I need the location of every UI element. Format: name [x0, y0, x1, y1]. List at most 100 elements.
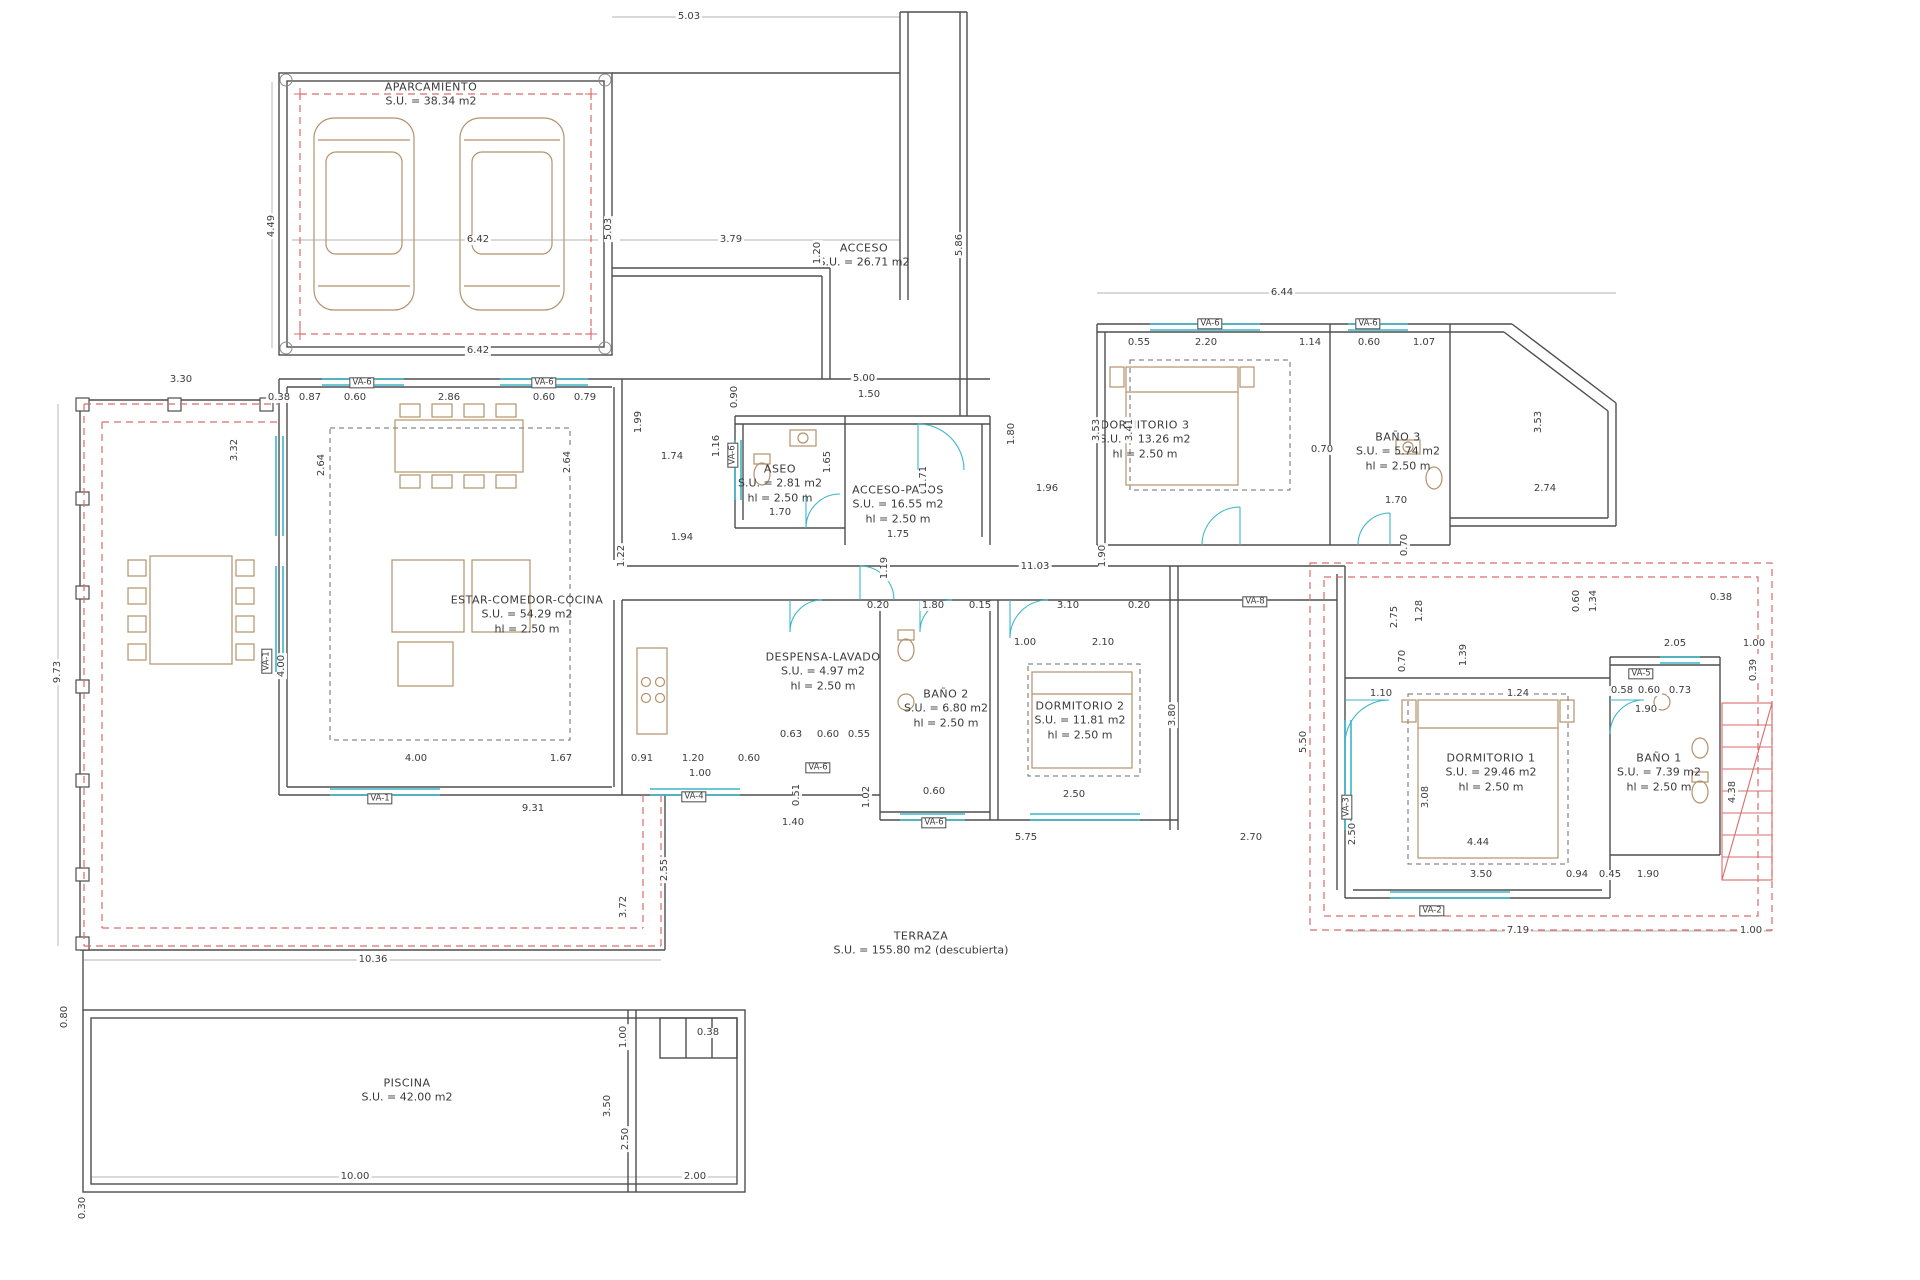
- dimension-label: 1.90: [1632, 704, 1660, 715]
- dimension-label: 1.39: [1458, 641, 1469, 669]
- dimension-label: 2.50: [1060, 789, 1088, 800]
- dimension-label: 10.36: [356, 954, 390, 965]
- dimension-label: 5.75: [1012, 832, 1040, 843]
- dimension-label: 0.55: [1125, 337, 1153, 348]
- dimension-label: 1.07: [1410, 337, 1438, 348]
- dimension-label: 1.19: [879, 554, 890, 582]
- dimension-label: 1.65: [822, 448, 833, 476]
- dimension-label: 0.39: [1748, 656, 1759, 684]
- dimension-label: 2.64: [316, 451, 327, 479]
- dimension-label: 4.49: [266, 212, 277, 240]
- dimension-label: 0.63: [777, 729, 805, 740]
- dimension-label: 0.70: [1399, 531, 1410, 559]
- dimension-label: 4.38: [1727, 778, 1738, 806]
- bed-dormitorio-2: [1031, 671, 1133, 769]
- dimension-label: 1.22: [616, 542, 627, 570]
- dimension-label: 1.00: [1737, 925, 1765, 936]
- dimension-label: 2.10: [1089, 637, 1117, 648]
- dimension-label: 0.70: [1397, 647, 1408, 675]
- dimension-label: 0.80: [59, 1003, 70, 1031]
- dimension-label: 3.79: [717, 234, 745, 245]
- dimension-label: 0.60: [1635, 685, 1663, 696]
- garage-corner-crosses: [294, 88, 597, 340]
- dimension-label: 1.90: [1634, 869, 1662, 880]
- dimension-label: 5.86: [954, 231, 965, 259]
- dimension-label: 0.60: [1355, 337, 1383, 348]
- dimension-label: 4.00: [402, 753, 430, 764]
- dimension-label: 0.20: [864, 600, 892, 611]
- garage-corner-markers: [279, 73, 612, 355]
- dimension-label: 3.53: [1091, 416, 1102, 444]
- dimension-label: 0.55: [845, 729, 873, 740]
- dimension-label: 0.38: [1707, 592, 1735, 603]
- red-dashed-lines: [83, 93, 1773, 947]
- dimension-label: 9.73: [52, 658, 63, 686]
- dimension-label: 5.50: [1298, 728, 1309, 756]
- dimension-label: 3.08: [1420, 783, 1431, 811]
- dimension-label: 3.10: [1054, 600, 1082, 611]
- dimension-label: 3.41: [1124, 416, 1135, 444]
- dimension-label: 0.60: [920, 786, 948, 797]
- dimension-label: 0.45: [1596, 869, 1624, 880]
- va-tag: VA-3: [1341, 794, 1353, 820]
- va-tag: VA-6: [1197, 318, 1223, 330]
- dimension-label: 1.96: [1033, 483, 1061, 494]
- dimension-label: 1.00: [618, 1023, 629, 1051]
- dimension-label: 7.19: [1504, 925, 1532, 936]
- dimension-label: 2.70: [1237, 832, 1265, 843]
- dimension-label: 0.94: [1563, 869, 1591, 880]
- va-tag: VA-6: [349, 377, 375, 389]
- dimension-label: 1.50: [855, 389, 883, 400]
- dimension-label: 0.60: [735, 753, 763, 764]
- va-tag: VA-6: [531, 377, 557, 389]
- dimension-label: 3.50: [1467, 869, 1495, 880]
- dimension-label: 1.99: [633, 408, 644, 436]
- dimension-label: 3.53: [1533, 408, 1544, 436]
- dimension-label: 2.00: [681, 1171, 709, 1182]
- dimension-label: 1.74: [658, 451, 686, 462]
- dimension-label: 1.00: [686, 768, 714, 779]
- dimension-label: 2.50: [620, 1125, 631, 1153]
- dimension-label: 2.75: [1389, 603, 1400, 631]
- furniture: [127, 117, 1709, 859]
- dimension-label: 9.31: [519, 803, 547, 814]
- dimension-label: 0.30: [77, 1194, 88, 1222]
- dimension-label: 1.24: [1504, 688, 1532, 699]
- dimension-label: 5.00: [850, 373, 878, 384]
- dimension-label: 1.67: [547, 753, 575, 764]
- room-dashed-outlines: [329, 359, 1569, 865]
- car-2: [459, 117, 565, 311]
- va-tag: VA-8: [1242, 596, 1268, 608]
- dimension-label: 11.03: [1018, 561, 1052, 572]
- va-tag: VA-1: [261, 648, 273, 674]
- dimension-label: 1.90: [1097, 542, 1108, 570]
- dimension-label: 1.94: [668, 532, 696, 543]
- dimension-label: 2.50: [1347, 820, 1358, 848]
- dimension-label: 0.20: [1125, 600, 1153, 611]
- dimension-label: 4.00: [276, 652, 287, 680]
- dimension-label: 1.00: [1740, 638, 1768, 649]
- dimension-label: 1.70: [1382, 495, 1410, 506]
- dimension-label: 1.80: [1006, 420, 1017, 448]
- terrace-piers: [75, 397, 274, 951]
- dimension-label: 0.91: [628, 753, 656, 764]
- dimension-label: 2.20: [1192, 337, 1220, 348]
- va-tag: VA-6: [805, 762, 831, 774]
- dimension-label: 1.70: [766, 507, 794, 518]
- dimension-label: 3.50: [602, 1092, 613, 1120]
- dimension-label: 2.05: [1661, 638, 1689, 649]
- dimension-label: 0.15: [966, 600, 994, 611]
- dimension-label: 0.58: [1608, 685, 1636, 696]
- car-1: [313, 117, 415, 311]
- dimension-label: 2.86: [435, 392, 463, 403]
- dimension-label: 1.40: [779, 817, 807, 828]
- dimension-label: 0.60: [1571, 587, 1582, 615]
